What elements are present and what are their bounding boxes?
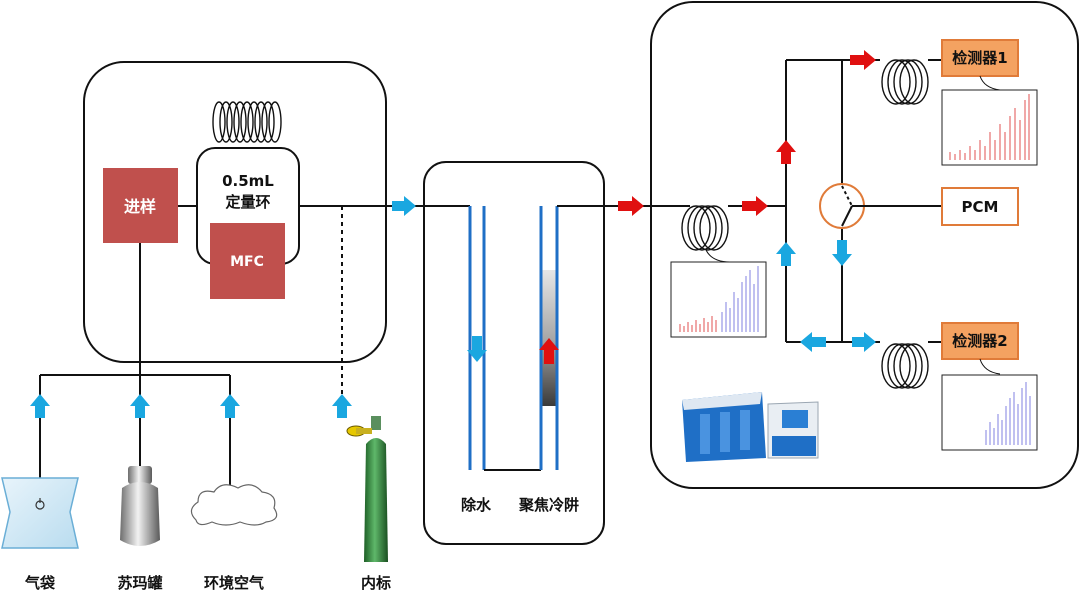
cold-trap-label: 聚焦冷阱	[518, 496, 579, 514]
flow-arrow-red	[742, 196, 768, 216]
inject-box	[103, 168, 178, 243]
flow-arrow-red	[618, 196, 644, 216]
flow-arrow-red	[539, 338, 559, 364]
column-coil-detector1	[881, 59, 929, 105]
ambient-air-cloud-icon	[190, 484, 278, 526]
sampling-unit-box	[83, 61, 387, 363]
flow-arrow-blue	[467, 336, 487, 362]
flow-arrow-blue	[832, 240, 852, 266]
flow-arrow-blue	[776, 242, 796, 266]
mfc-box	[210, 223, 285, 299]
loop-label-text: 定量环	[225, 193, 270, 211]
chromatogram-pre-column	[670, 261, 767, 338]
source-label-internal-standard: 内标	[361, 574, 391, 592]
quantitative-loop-coil	[212, 101, 282, 143]
summa-canister-icon	[120, 466, 160, 546]
flow-arrow-red	[850, 50, 876, 70]
column-coil-detector2	[881, 343, 929, 389]
flow-arrow-blue	[852, 332, 876, 352]
detector1-label: 检测器1	[952, 49, 1007, 67]
flow-arrow-red	[776, 140, 796, 164]
chromatogram-detector2	[941, 374, 1038, 451]
gc-instrument-icon	[682, 392, 819, 462]
flow-arrow-blue	[392, 196, 416, 216]
flow-arrow-blue	[30, 394, 50, 418]
source-label-ambient-air: 环境空气	[204, 574, 264, 592]
internal-standard-cylinder-icon	[346, 416, 388, 562]
pre-column-coil	[681, 205, 729, 251]
pcm-box	[941, 187, 1019, 226]
chromatogram-detector1	[941, 89, 1038, 166]
mfc-label: MFC	[230, 254, 264, 270]
water-removal-label: 除水	[461, 496, 492, 514]
flow-arrow-blue	[800, 332, 826, 352]
loop-volume-text: 0.5mL	[222, 172, 274, 190]
flow-arrow-blue	[130, 394, 150, 418]
gas-bag-icon	[1, 477, 79, 549]
pcm-label: PCM	[962, 198, 999, 216]
detector1-box	[941, 39, 1019, 77]
source-label-gas-bag: 气袋	[24, 574, 56, 592]
inject-label: 进样	[124, 197, 156, 216]
source-label-summa-canister: 苏玛罐	[117, 574, 162, 592]
flow-arrow-blue	[220, 394, 240, 418]
gc-unit-box	[650, 1, 1079, 489]
flow-arrow-blue	[332, 394, 352, 418]
detector2-label: 检测器2	[952, 332, 1007, 350]
trap-unit-box	[423, 161, 605, 545]
